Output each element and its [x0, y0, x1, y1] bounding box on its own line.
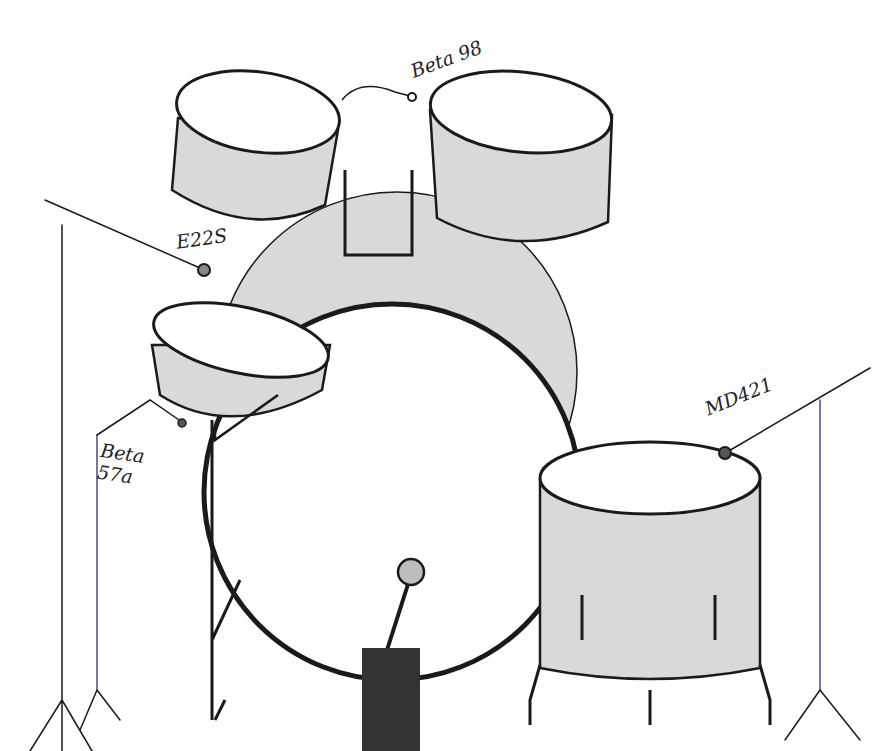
mic-label: MD421 — [702, 363, 803, 421]
tom-head — [426, 63, 615, 162]
mic-label: Beta 57a — [96, 440, 154, 490]
pedal-footboard — [362, 648, 420, 751]
stand-tripod — [80, 690, 120, 730]
bass-drum-leg — [212, 420, 240, 720]
tom-bracket — [215, 395, 278, 440]
kick-pedal — [362, 559, 424, 751]
rack-tom — [426, 63, 615, 241]
mic-stand — [819, 400, 821, 690]
beater-head — [398, 559, 424, 585]
floor-tom-legs — [530, 595, 770, 725]
microphones — [178, 87, 731, 459]
mic-cable — [342, 87, 410, 100]
floor-tom-head — [540, 442, 760, 514]
tom-head — [147, 289, 335, 391]
small-tom — [147, 289, 335, 440]
rack-tom — [171, 61, 345, 219]
stand-tripod — [785, 690, 860, 740]
tom-head — [171, 61, 345, 163]
floor-tom — [530, 442, 770, 725]
mic-boom — [97, 400, 182, 435]
mic-capsule — [178, 419, 186, 427]
mic-capsule — [198, 264, 210, 276]
mic-capsule — [408, 93, 416, 101]
tom-mount — [345, 170, 412, 255]
beater-shaft — [387, 578, 410, 650]
mic-label: E22S — [175, 221, 257, 254]
mic-capsule — [719, 447, 731, 459]
cymbal-stand — [61, 225, 63, 700]
